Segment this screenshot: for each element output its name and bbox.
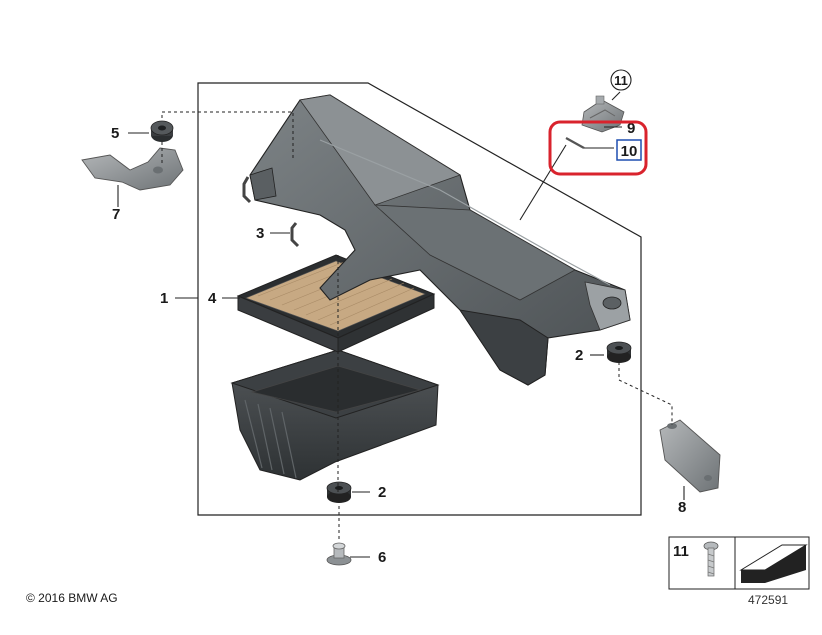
assembly-frame	[197, 82, 642, 516]
copyright-text: © 2016 BMW AG	[26, 591, 118, 605]
highlight-box	[548, 120, 648, 176]
label-2-right: 2	[575, 347, 583, 364]
air-filter-housing-lower	[230, 349, 440, 481]
bracket-part-7	[81, 147, 184, 191]
label-5: 5	[111, 125, 119, 142]
label-3: 3	[256, 225, 264, 242]
thickness-symbol-icon	[739, 544, 808, 583]
label-2-bottom: 2	[378, 484, 386, 501]
grommet-part-2-bottom	[326, 481, 352, 503]
fastener-part-6	[326, 542, 352, 566]
legend-number: 11	[673, 543, 689, 560]
label-4: 4	[208, 290, 217, 307]
label-1: 1	[160, 290, 168, 307]
clip-on-housing	[242, 176, 252, 204]
bracket-part-8	[659, 419, 721, 493]
grommet-part-5	[150, 120, 174, 142]
label-10-selection	[616, 139, 642, 161]
grommet-part-2-right	[606, 341, 632, 363]
label-11: 11	[614, 73, 628, 88]
diagram-reference-number: 472591	[748, 593, 788, 607]
label-7: 7	[112, 206, 120, 223]
label-8: 8	[678, 499, 686, 516]
leader-lines	[117, 91, 685, 558]
air-filter-housing-upper	[249, 94, 631, 386]
label-6: 6	[378, 549, 386, 566]
label-10: 10	[621, 143, 638, 160]
sensor-part-9	[581, 95, 625, 133]
screw-icon	[703, 541, 719, 577]
clip-part-3	[290, 222, 300, 248]
callout-11-circle	[610, 69, 632, 91]
seal-ring-part-10	[565, 137, 585, 149]
label-9: 9	[627, 120, 635, 137]
